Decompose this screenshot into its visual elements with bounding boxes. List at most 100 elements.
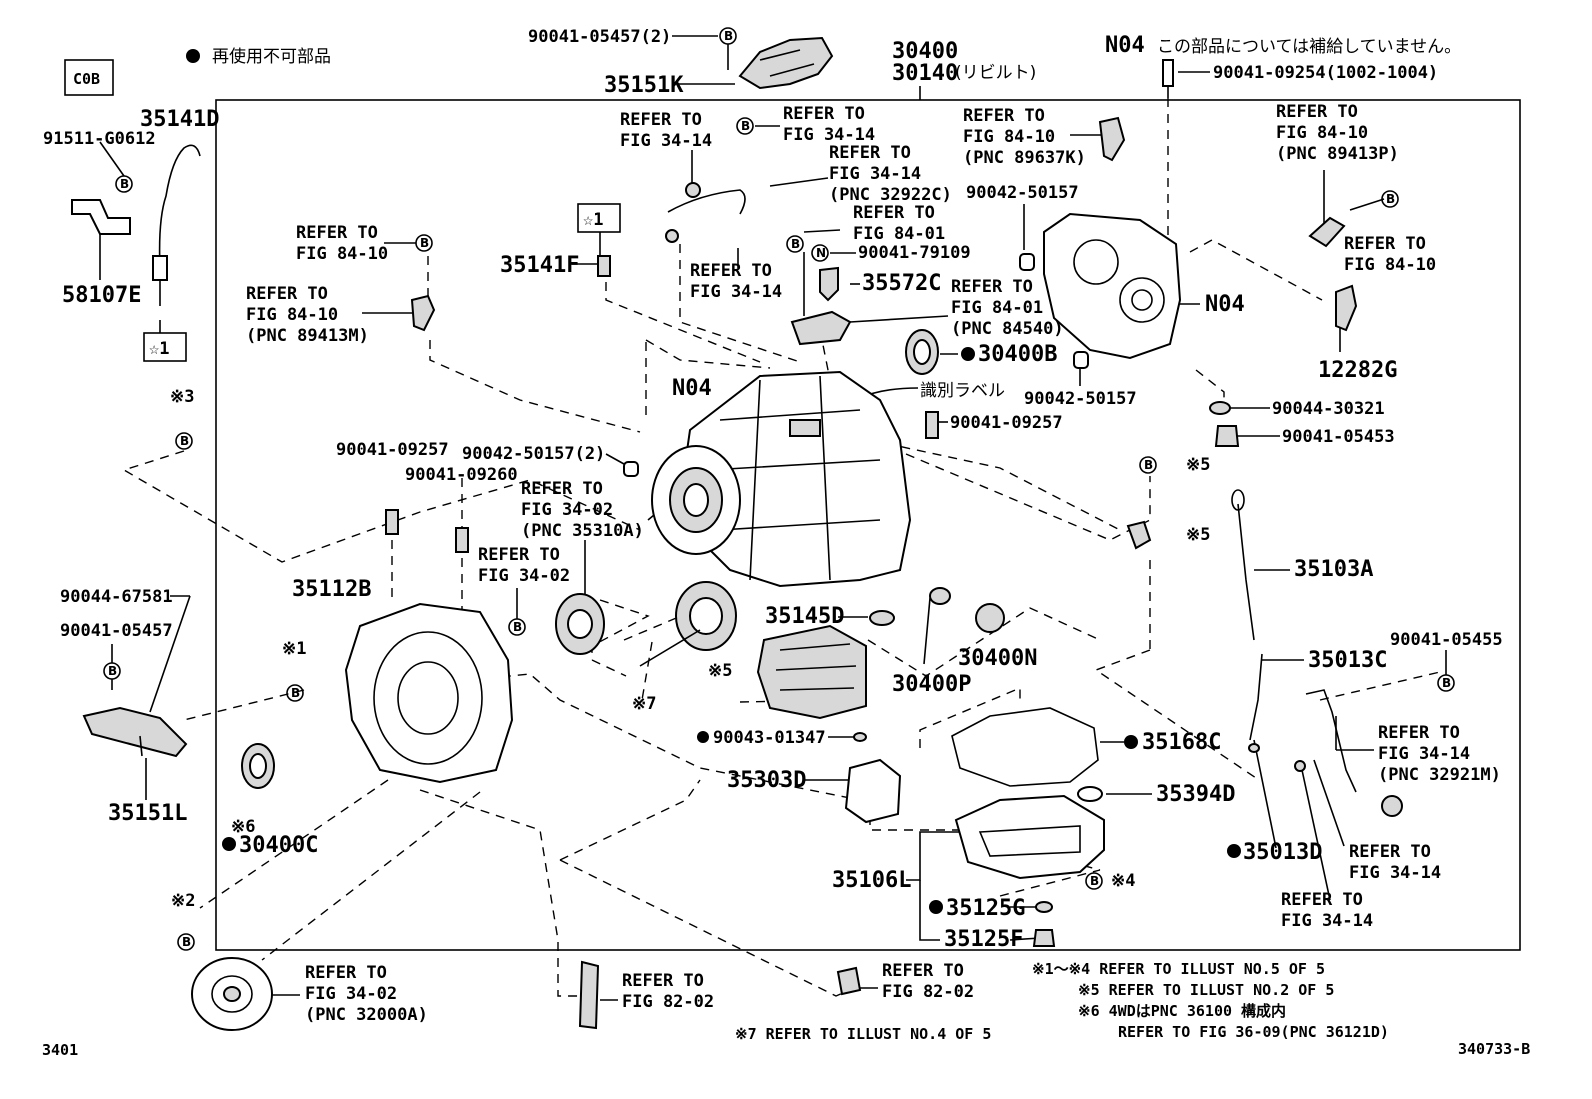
oil-pan-35106l[interactable]	[954, 794, 1105, 880]
part-label[interactable]: 90042-50157(2)	[462, 444, 605, 464]
ref-label: (PNC 32000A)	[305, 1005, 428, 1025]
hanger-12282g[interactable]	[1335, 284, 1358, 332]
part-label[interactable]: 35013C	[1308, 648, 1387, 673]
part-label[interactable]: 90041-09257	[950, 413, 1063, 433]
rebuilt-note: (リビルト)	[955, 63, 1036, 83]
rebuilt-no[interactable]: 30140	[892, 61, 958, 86]
part-label[interactable]: 90041-09260	[405, 465, 518, 485]
part-label[interactable]: N04	[672, 376, 712, 401]
housing-35112b[interactable]	[344, 602, 514, 784]
bracket-58107e[interactable]	[71, 199, 131, 235]
part-label[interactable]: 35394D	[1156, 782, 1235, 807]
svg-text:B: B	[791, 237, 800, 251]
part-label[interactable]: 35151K	[604, 73, 684, 98]
svg-text:B: B	[182, 935, 191, 949]
part-label[interactable]: 90041-79109	[858, 243, 971, 263]
top-bolt-label[interactable]: 90041-09254(1002-1004)	[1213, 63, 1438, 83]
oring-35013d[interactable]	[1248, 743, 1260, 753]
part-label[interactable]: 12282G	[1318, 358, 1397, 383]
part-label[interactable]: 35141F	[500, 253, 579, 278]
ref-mark: ※6	[231, 817, 255, 837]
ref-label: FIG 34-14	[1349, 863, 1441, 883]
part-labels: 90041-05457(2) 35151K 35141D 91511-G0612…	[43, 27, 1503, 1025]
bracket-82-02-right[interactable]	[836, 966, 862, 996]
pin-90042-50157[interactable]	[1073, 351, 1089, 369]
part-label[interactable]: 90041-05453	[1282, 427, 1395, 447]
part-label[interactable]: 90044-67581	[60, 587, 173, 607]
ref-label: FIG 84-01	[853, 224, 945, 244]
clip-35572c[interactable]	[819, 266, 839, 302]
part-label[interactable]: 91511-G0612	[43, 129, 156, 149]
bolt-90041-05453[interactable]	[1214, 425, 1240, 447]
part-label[interactable]: 90044-30321	[1272, 399, 1385, 419]
part-label[interactable]: 30400P	[892, 672, 971, 697]
part-label[interactable]: 35141D	[140, 107, 219, 132]
bracket-82-02-left[interactable]	[578, 960, 600, 1030]
part-label[interactable]: 90042-50157	[1024, 389, 1137, 409]
gasket-35168c[interactable]	[951, 707, 1099, 787]
ref-label: REFER TO	[622, 971, 704, 991]
ref-mark: ※5	[708, 661, 732, 681]
sensor-89413m[interactable]	[410, 294, 436, 332]
part-label[interactable]: 35145D	[765, 604, 844, 629]
ref-label: FIG 34-14	[783, 125, 875, 145]
switch-84540[interactable]	[790, 310, 852, 346]
part-label[interactable]: 35151L	[108, 801, 187, 826]
footnotes: ※1～※4 REFER TO ILLUST NO.5 OF 5 ※5 REFER…	[735, 960, 1389, 1043]
part-label[interactable]: 90043-01347	[713, 728, 826, 748]
input-shaft[interactable]	[639, 629, 701, 667]
drain-plug-35125f[interactable]	[1032, 929, 1056, 947]
bolt-90041-09260[interactable]	[455, 527, 469, 553]
part-label[interactable]: 90042-50157	[966, 183, 1079, 203]
part-label[interactable]: 35013D	[1243, 840, 1322, 865]
svg-text:B: B	[120, 177, 129, 191]
plug-30400n[interactable]	[975, 603, 1005, 633]
bracket-35151l[interactable]	[82, 706, 188, 758]
part-label[interactable]: 35168C	[1142, 730, 1221, 755]
magnet-35394d[interactable]	[1077, 786, 1103, 802]
ref-label: REFER TO	[1378, 723, 1460, 743]
bolt-90041-09254[interactable]	[1162, 59, 1174, 87]
part-label[interactable]: 90041-05457(2)	[528, 27, 671, 47]
part-label[interactable]: 35303D	[727, 768, 806, 793]
part-label[interactable]: 35125G	[946, 896, 1025, 921]
part-label[interactable]: 35103A	[1294, 557, 1373, 582]
pipe-32921m[interactable]	[1305, 689, 1357, 793]
cover-bracket-35151k[interactable]	[738, 36, 834, 90]
sensor-small[interactable]	[1126, 520, 1152, 550]
bolt-90041-09257-left[interactable]	[385, 509, 399, 535]
part-label[interactable]: N04	[1205, 292, 1245, 317]
pin-90042-50157[interactable]	[1019, 253, 1035, 271]
part-label[interactable]: 90041-09257	[336, 440, 449, 460]
pin-90042-50157-2[interactable]	[623, 461, 639, 477]
seal-30400p[interactable]	[929, 587, 951, 605]
assembly-no[interactable]: 30400	[892, 39, 958, 64]
oring-90043-01347[interactable]	[853, 732, 867, 742]
part-label[interactable]: 35112B	[292, 577, 371, 602]
ref-label: FIG 84-01	[951, 298, 1043, 318]
part-label[interactable]: 35572C	[862, 271, 941, 296]
part-label[interactable]: 30400N	[958, 646, 1037, 671]
part-label[interactable]: 90041-05455	[1390, 630, 1503, 650]
part-label[interactable]: 35106L	[832, 868, 911, 893]
b-symbol-icon: B	[1381, 190, 1399, 208]
ref-label: FIG 34-02	[521, 500, 613, 520]
sensor-89637k[interactable]	[1098, 116, 1126, 162]
bolt-90041-09257[interactable]	[925, 411, 939, 439]
strainer-35303d[interactable]	[844, 758, 902, 824]
tube-35013c[interactable]	[1249, 653, 1263, 741]
sensor-89413p[interactable]	[1308, 216, 1346, 248]
n04-note: この部品については補給していません。	[1157, 37, 1461, 57]
dipstick-35103a[interactable]	[1237, 503, 1255, 641]
valve-body[interactable]	[756, 624, 867, 720]
washer-90044-30321[interactable]	[1209, 401, 1231, 415]
gasket-35125g[interactable]	[1035, 901, 1053, 913]
pipe-32922c[interactable]	[667, 189, 746, 215]
part-label[interactable]: 90041-05457	[60, 621, 173, 641]
part-label[interactable]: 58107E	[62, 283, 141, 308]
seal-35145d[interactable]	[869, 610, 895, 626]
svg-text:B: B	[724, 29, 733, 43]
plug-35141f[interactable]	[597, 255, 611, 277]
dipstick-tube-35141d[interactable]	[158, 144, 201, 306]
part-label[interactable]: 30400B	[978, 342, 1057, 367]
